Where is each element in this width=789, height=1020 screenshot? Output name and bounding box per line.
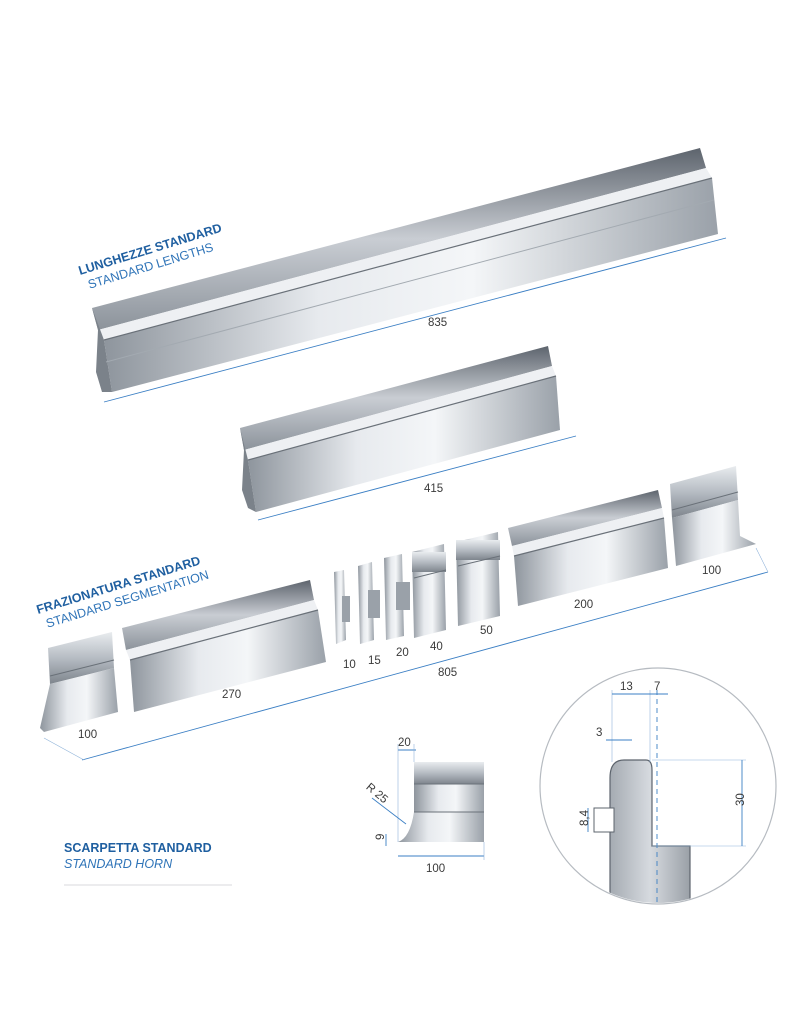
segment-40 — [412, 544, 447, 638]
horn-width-dim: 100 — [426, 863, 445, 875]
segment-label-100-right: 100 — [702, 565, 721, 577]
segment-label-270: 270 — [222, 689, 241, 701]
detail-dim-13: 13 — [620, 681, 633, 693]
detail-dim-30: 30 — [735, 793, 747, 806]
segmentation-total-dimension: 805 — [43, 547, 769, 761]
segmentation-total: 805 — [438, 667, 457, 679]
segment-label-15: 15 — [368, 655, 381, 667]
segment-20 — [384, 554, 410, 640]
segment-label-100-left: 100 — [78, 729, 97, 741]
short-bar-dimension: 415 — [257, 435, 577, 521]
horn-drawing — [398, 762, 484, 842]
detail-dim-8-4: 8,4 — [579, 809, 591, 826]
horn-title-it: SCARPETTA STANDARD — [64, 841, 212, 855]
long-bar — [92, 148, 718, 392]
long-bar-dimension: 835 — [103, 237, 727, 403]
segment-10 — [334, 570, 350, 644]
segment-200 — [508, 490, 668, 606]
segment-label-40: 40 — [430, 641, 443, 653]
segment-50 — [456, 532, 501, 626]
segment-label-10: 10 — [343, 659, 356, 671]
segment-label-20: 20 — [396, 647, 409, 659]
horn-title-en: STANDARD HORN — [64, 857, 173, 871]
segment-label-50: 50 — [480, 625, 493, 637]
detail-dim-7: 7 — [654, 681, 660, 693]
horn-radius-dim: R 25 — [363, 781, 389, 806]
segment-label-200: 200 — [574, 599, 593, 611]
short-bar-length: 415 — [424, 483, 443, 495]
segment-270 — [122, 580, 326, 712]
short-bar — [240, 346, 560, 512]
horn-label: SCARPETTA STANDARD STANDARD HORN — [64, 841, 232, 886]
horn-top-dim: 20 — [398, 737, 411, 749]
segment-100-left — [40, 632, 118, 732]
segment-100-right — [670, 466, 756, 566]
long-bar-length: 835 — [428, 317, 447, 329]
detail-dim-3: 3 — [596, 727, 602, 739]
horn-height-dim: 9 — [375, 834, 387, 840]
segment-15 — [358, 562, 380, 644]
profile-detail: 13 7 3 8,4 30 — [539, 667, 777, 905]
